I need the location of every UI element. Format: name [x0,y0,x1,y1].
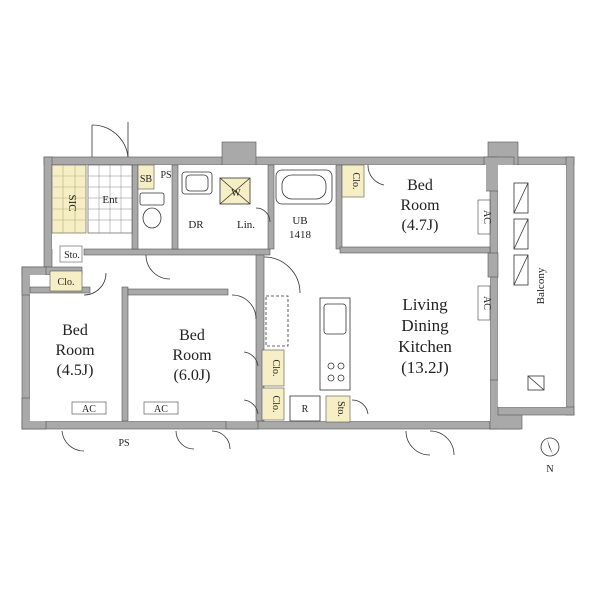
ps-bottom-label: PS [118,438,129,449]
ldk-size: (13.2J) [401,358,449,377]
bed-a-ac-label: AC [82,404,96,415]
interior-doors [61,164,455,456]
bed-c-size: (4.7J) [402,217,439,234]
ps-top-label: PS [160,170,171,181]
dressing-label: DR [188,219,204,231]
bed-b-ac-label: AC [154,404,168,415]
storage-entry-label: Sto. [64,250,80,261]
ldk-line3: Kitchen [398,337,452,356]
bed-c-line2: Room [400,197,440,214]
bed-a-size: (4.5J) [57,362,94,379]
compass: N [540,437,560,475]
bed-b-closet1-label: Clo. [270,360,281,377]
compass-north-label: N [546,464,553,475]
bath-label-2: 1418 [289,229,312,241]
bed-b-size: (6.0J) [174,367,211,384]
interior-walls [29,164,499,422]
small-labels: SIC Ent SB PS Sto. DR W Lin. UB 1418 Bal… [58,170,547,449]
bed-b-closet2-label: Clo. [270,396,281,413]
washer-label: W [231,188,241,199]
ldk-ac-label: AC [481,296,492,310]
bed-b-line1: Bed [179,327,205,344]
bed-a-line2: Room [55,342,95,359]
ldk-line2: Dining [401,316,449,335]
closets [49,164,365,423]
bed-a-line1: Bed [62,322,88,339]
linen-label: Lin. [237,219,255,231]
bed-c-ac-label: AC [481,210,492,224]
interior-floor [30,165,566,421]
fridge-label: R [302,404,309,415]
sic-label: SIC [66,194,78,211]
shoe-box-label: SB [140,174,153,185]
bath-label-1: UB [292,215,307,227]
ldk-line1: Living [402,295,448,314]
entrance-tiles [51,164,133,234]
bed-c-line1: Bed [407,177,433,194]
fixtures [139,169,351,422]
bed-a-closet-label: Clo. [58,277,75,288]
balcony-label: Balcony [535,267,547,304]
ac-units: AC AC AC AC [71,199,492,415]
bed-b-line2: Room [172,347,212,364]
entrance-label: Ent [102,194,117,206]
balcony-units [513,182,545,391]
ldk-storage-label: Sto. [335,401,346,417]
room-labels: Bed Room (4.5J) Bed Room (6.0J) Bed Room… [55,177,452,384]
compass-arrow-icon [547,439,553,455]
front-door [91,122,129,158]
bed-c-closet-label: Clo. [350,173,361,190]
